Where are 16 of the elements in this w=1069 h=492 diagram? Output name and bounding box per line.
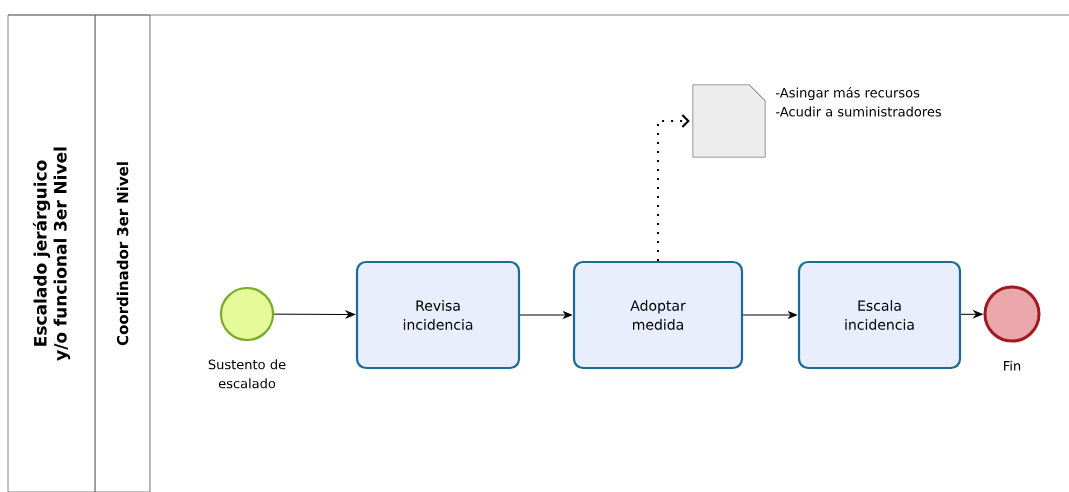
task-box: Revisa incidencia <box>355 260 521 370</box>
start-event <box>219 286 275 342</box>
task-box: Adoptar medida <box>572 260 744 370</box>
annotation-text: -Asingar más recursos -Acudir a suministradores <box>776 87 942 117</box>
document-icon <box>692 84 766 158</box>
arrow <box>273 310 356 319</box>
event-label: Fin <box>1004 360 1021 371</box>
end-event <box>983 285 1041 343</box>
arrow <box>960 310 983 319</box>
event-label: Sustento de escalado <box>208 359 286 389</box>
lane-header: Coordinador 3er Nivel <box>94 14 151 492</box>
task-box: Escala incidencia <box>797 260 962 370</box>
arrow <box>742 311 798 319</box>
association-line <box>657 114 690 262</box>
arrow <box>519 311 573 319</box>
pool-header: Escalado jerárguico y/o funcional 3er Nivel <box>7 14 96 492</box>
